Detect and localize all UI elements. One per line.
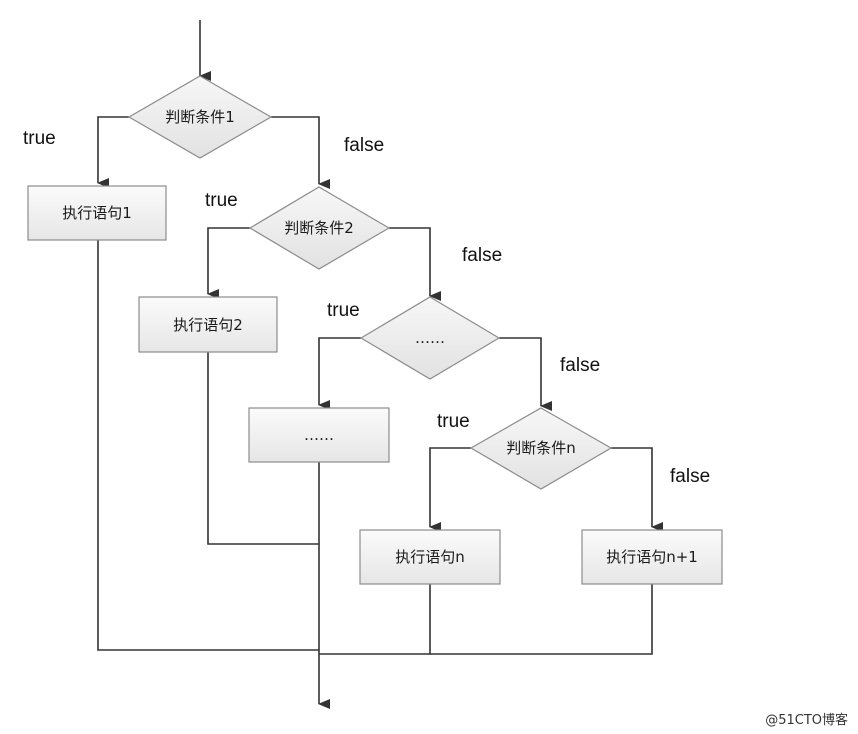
cond-ellipsis-false-label: false <box>560 355 600 376</box>
watermark: @51CTO博客 <box>765 712 848 728</box>
cond-ellipsis-true-edge <box>318 337 361 410</box>
cond1-diamond: 判断条件1 <box>127 75 273 159</box>
cond2-diamond: 判断条件2 <box>248 186 391 270</box>
condn-label: 判断条件n <box>506 439 576 457</box>
stmt-ellipsis-label: …… <box>304 426 334 444</box>
cond2-false-label: false <box>462 245 502 266</box>
condn-false-label: false <box>670 466 710 487</box>
stmt1-box: 执行语句1 <box>27 185 167 241</box>
stmtn-label: 执行语句n <box>395 548 465 566</box>
cond1-true-label: true <box>23 128 56 149</box>
cond-ellipsis-diamond: …… <box>359 296 501 380</box>
cond1-false-label: false <box>344 135 384 156</box>
stmt2-label: 执行语句2 <box>173 316 243 334</box>
condn-true-label: true <box>437 411 470 432</box>
stmtn1-box: 执行语句n+1 <box>581 529 723 585</box>
stmtn1-merge-line <box>430 584 653 655</box>
condn-diamond: 判断条件n <box>469 407 613 490</box>
condn-false-edge <box>611 447 663 532</box>
stmt2-box: 执行语句2 <box>138 296 278 353</box>
cond2-false-edge <box>389 227 441 301</box>
cond2-label: 判断条件2 <box>284 219 354 237</box>
cond2-true-edge <box>207 227 250 299</box>
condn-true-edge <box>429 447 471 532</box>
cond2-true-label: true <box>205 190 238 211</box>
stmt1-label: 执行语句1 <box>62 204 132 222</box>
cond-ellipsis-false-edge <box>499 337 552 411</box>
cond1-true-edge <box>97 116 129 188</box>
stmtn1-label: 执行语句n+1 <box>606 548 698 566</box>
stmt1-merge-line <box>97 240 319 651</box>
cond1-false-edge <box>271 116 330 189</box>
stmt-ellipsis-box: …… <box>248 407 390 463</box>
stmt2-merge-line <box>207 352 319 545</box>
cond-ellipsis-true-label: true <box>327 300 360 321</box>
cond1-label: 判断条件1 <box>165 108 235 126</box>
stmtn-box: 执行语句n <box>359 529 501 585</box>
cond-ellipsis-label: …… <box>415 329 445 347</box>
stmtn-merge-line <box>319 584 431 655</box>
